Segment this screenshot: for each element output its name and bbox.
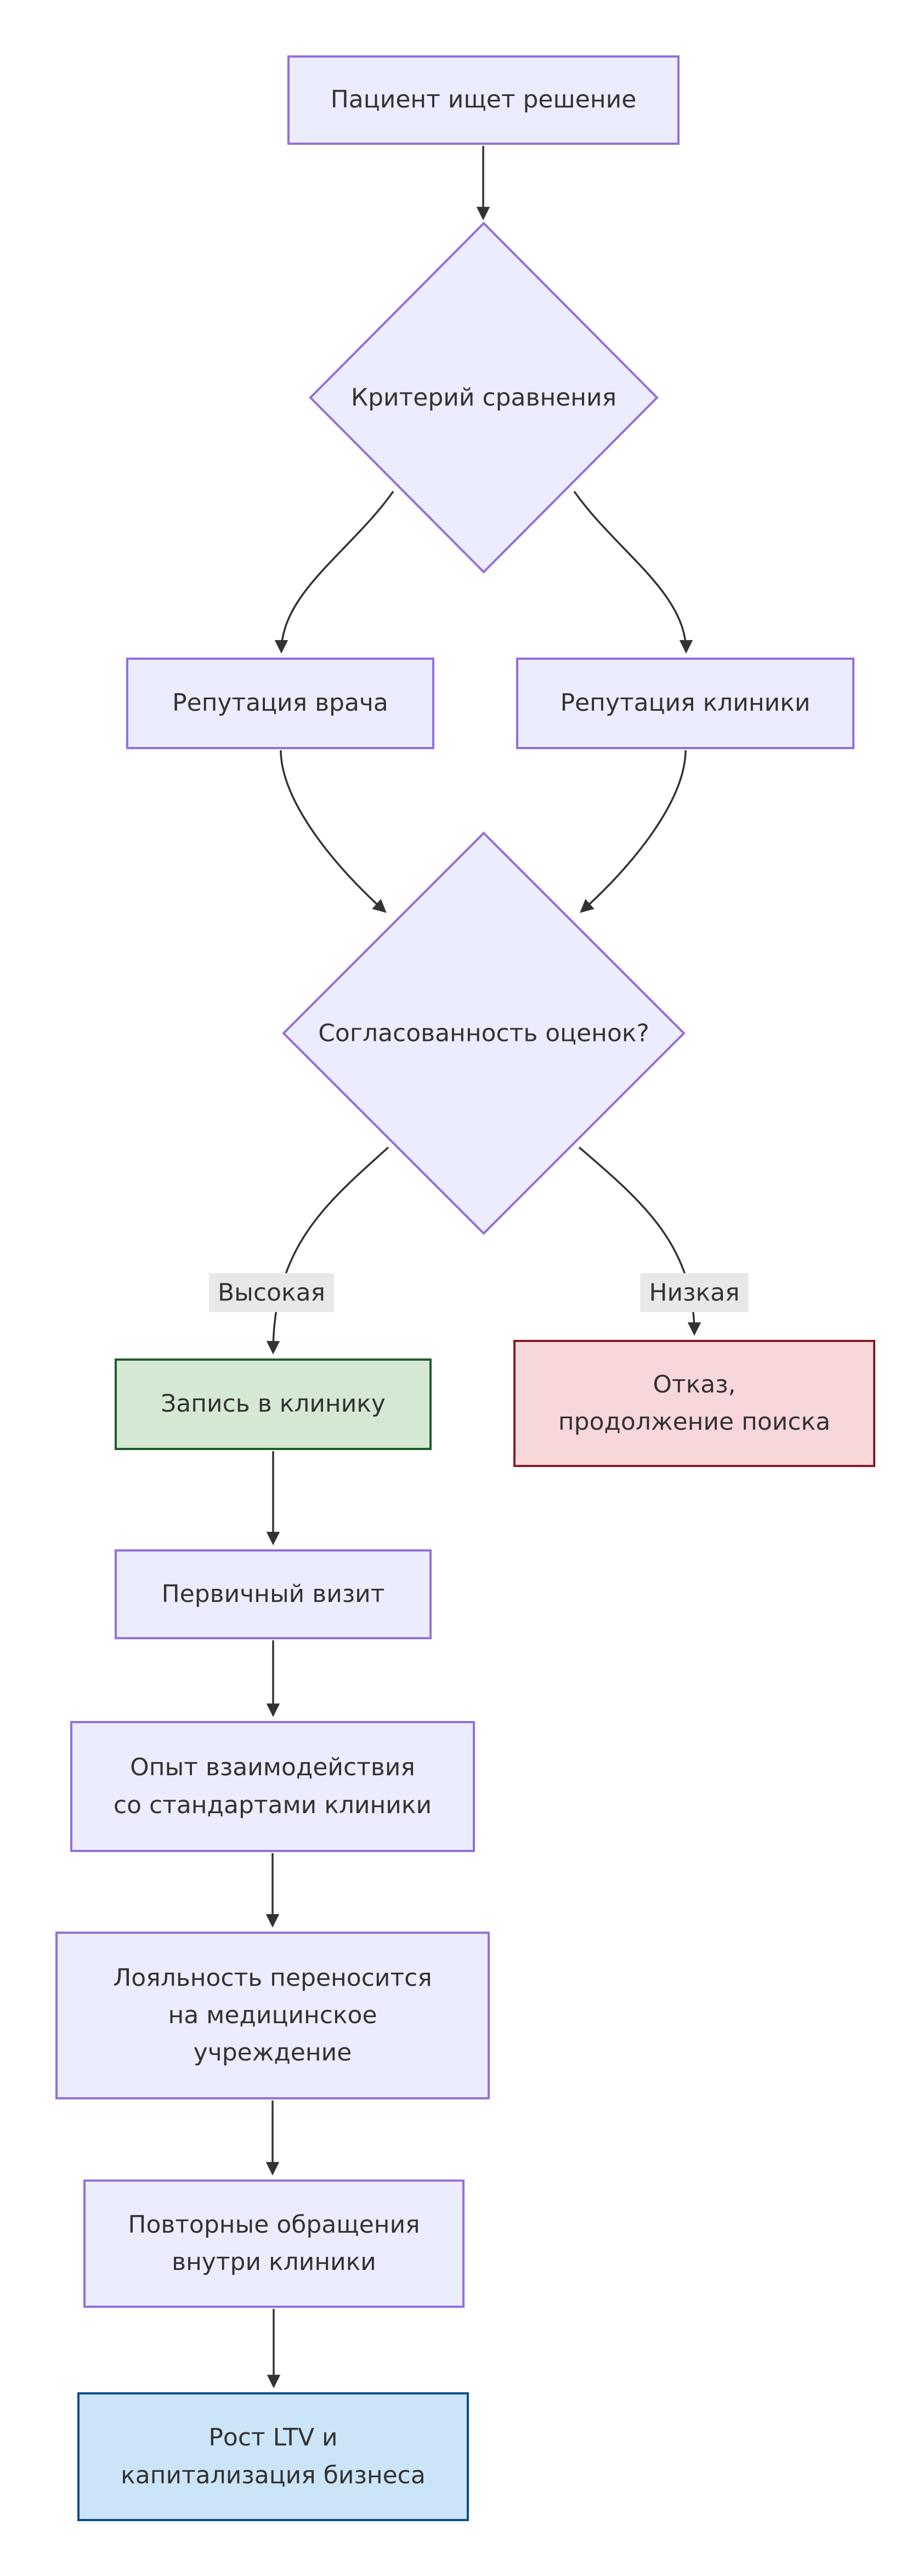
edge-criteria-to-clinic: [573, 490, 693, 654]
node-label: Опыт взаимодействия: [130, 1753, 415, 1782]
node-refusal-continue-search: Отказ, продолжение поиска: [513, 1340, 875, 1467]
node-first-visit: Первичный визит: [115, 1549, 432, 1639]
decision-label-comparison-criteria: Критерий сравнения: [350, 383, 617, 412]
edge-clinic-to-consistency: [580, 750, 687, 913]
node-label: Запись в клинику: [161, 1390, 386, 1418]
edge-consistency-to-booking: [266, 1146, 389, 1355]
node-label: Лояльность переносится: [113, 1963, 432, 1992]
node-clinic-booking: Запись в клинику: [115, 1358, 432, 1450]
node-label: Рост LTV и: [208, 2424, 338, 2452]
node-loyalty-transfer: Лояльность переносится на медицинское уч…: [55, 1932, 490, 2099]
node-label: капитализация бизнеса: [121, 2461, 426, 2489]
node-ltv-growth: Рост LTV и капитализация бизнеса: [77, 2392, 469, 2521]
node-label: Первичный визит: [161, 1579, 385, 1608]
node-label: Репутация врача: [172, 689, 388, 717]
node-label: Повторные обращения: [128, 2210, 420, 2239]
node-label: продолжение поиска: [558, 1408, 831, 1436]
node-label: внутри клиники: [172, 2248, 376, 2276]
node-label: учреждение: [193, 2039, 352, 2067]
node-repeat-visits: Повторные обращения внутри клиники: [83, 2179, 465, 2308]
edge-criteria-to-doctor: [274, 490, 394, 654]
edge-doctor-to-consistency: [280, 750, 387, 913]
node-experience-with-standards: Опыт взаимодействия со стандартами клини…: [70, 1721, 475, 1852]
edge-label-high: Высокая: [208, 1273, 335, 1312]
node-patient-seeks-solution: Пациент ищет решение: [287, 55, 680, 145]
node-label: на медицинское: [168, 2001, 377, 2029]
node-label: Репутация клиники: [560, 689, 811, 717]
node-label: Пациент ищет решение: [330, 86, 637, 114]
node-doctor-reputation: Репутация врача: [126, 658, 434, 749]
decision-label-rating-consistency: Согласованность оценок?: [318, 1019, 649, 1048]
decision-diamond-rating-consistency: [282, 831, 686, 1235]
node-label: Отказ,: [653, 1370, 736, 1399]
decision-diamond-comparison-criteria: [309, 222, 659, 574]
node-clinic-reputation: Репутация клиники: [516, 658, 854, 749]
node-label: со стандартами клиники: [113, 1791, 432, 1819]
edge-label-low: Низкая: [640, 1273, 749, 1312]
